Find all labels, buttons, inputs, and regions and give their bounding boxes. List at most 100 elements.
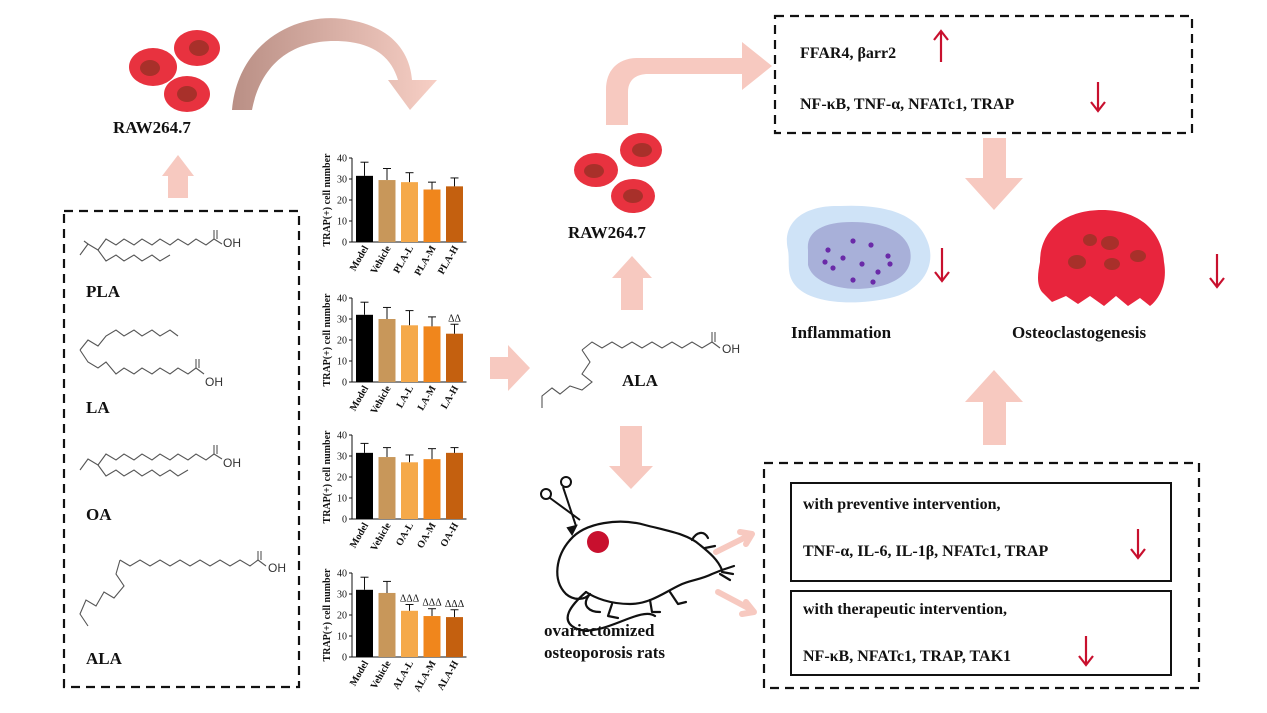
category-label: ALA-H (435, 659, 461, 693)
down-arrow-icon (1209, 254, 1225, 289)
ala-oh: OH (268, 561, 286, 575)
la-structure (79, 329, 205, 375)
arrow-up-to-cells (162, 155, 194, 198)
acid-label-la: LA (86, 398, 110, 417)
bar (401, 182, 418, 242)
cell-icon (174, 30, 220, 66)
oa-oh: OH (223, 456, 241, 470)
oa-structure (79, 445, 223, 477)
category-label: LA-M (416, 384, 439, 413)
invivo-box (762, 461, 1201, 690)
y-tick-label: 20 (337, 473, 347, 484)
invitro-down-markers: NF-κB, TNF-α, NFATc1, TRAP (800, 96, 1014, 113)
acid-label-pla: PLA (86, 282, 121, 301)
therapeutic-markers: NF-κB, NFATc1, TRAP, TAK1 (803, 648, 1011, 665)
ala-structure (79, 551, 267, 627)
bar (356, 589, 373, 657)
cell-icon (129, 48, 177, 86)
fatty-acid-box (62, 209, 301, 689)
down-arrow-icon (1078, 636, 1094, 667)
bar (423, 189, 441, 242)
therapeutic-title: with therapeutic intervention, (803, 601, 1007, 618)
preventive-box (790, 482, 1172, 582)
significance-mark: ΔΔΔ (445, 599, 465, 610)
rat-label-line1: ovariectomized (544, 621, 655, 640)
arrow-to-preventive (713, 529, 755, 555)
y-tick-label: 30 (337, 590, 347, 601)
y-tick-label: 10 (337, 494, 347, 505)
cell-icon (611, 179, 655, 213)
pla-structure (79, 230, 223, 262)
curved-arrow-icon (232, 18, 437, 110)
rat-label-line2: osteoporosis rats (544, 643, 665, 662)
y-tick-label: 0 (342, 653, 347, 664)
bar (401, 462, 418, 519)
cell-icon (164, 76, 210, 112)
y-tick-label: 0 (342, 515, 347, 526)
bar (378, 592, 396, 657)
bar (446, 333, 463, 382)
y-axis-label: TRAP(+) cell number (322, 293, 333, 386)
rat-icon (556, 520, 736, 632)
category-label: LA-L (395, 384, 417, 410)
scissors-icon (540, 476, 581, 536)
category-label: OA-M (415, 521, 439, 551)
arrow-up-to-outcomes (965, 370, 1023, 445)
significance-mark: ΔΔΔ (422, 598, 442, 609)
bar (378, 319, 396, 382)
raw264-label-top: RAW264.7 (113, 118, 191, 137)
bar (423, 326, 441, 382)
osteoclastogenesis-label: Osteoclastogenesis (1012, 323, 1146, 342)
y-axis-label: TRAP(+) cell number (322, 568, 333, 661)
bar (356, 175, 373, 242)
arrow-down-to-rat (609, 426, 653, 489)
y-axis-label: TRAP(+) cell number (322, 153, 333, 246)
category-label: Model (348, 659, 371, 688)
down-arrow-icon (934, 248, 950, 283)
category-label: OA-L (394, 521, 416, 548)
y-tick-label: 30 (337, 315, 347, 326)
y-tick-label: 30 (337, 175, 347, 186)
bar (446, 617, 463, 657)
category-label: Model (348, 244, 371, 273)
up-arrow-icon (933, 29, 949, 62)
category-label: Model (348, 521, 371, 550)
cell-icon (620, 133, 662, 167)
bar (423, 616, 441, 657)
bar (446, 186, 463, 242)
inflammation-icon (786, 205, 931, 303)
bar (356, 314, 373, 382)
y-tick-label: 20 (337, 336, 347, 347)
preventive-title: with preventive intervention, (803, 496, 1000, 513)
category-label: OA-H (439, 521, 462, 549)
ala-center-label: ALA (622, 371, 659, 390)
preventive-markers: TNF-α, IL-6, IL-1β, NFATc1, TRAP (803, 543, 1048, 560)
bar (401, 610, 418, 657)
category-label: Vehicle (369, 384, 394, 417)
y-tick-label: 20 (337, 196, 347, 207)
category-label: LA-H (439, 384, 461, 411)
category-label: Model (348, 384, 371, 413)
category-label: PLA-H (436, 244, 461, 277)
bar (401, 325, 418, 382)
y-axis-label: TRAP(+) cell number (322, 430, 333, 523)
y-tick-label: 40 (337, 154, 347, 165)
y-tick-label: 40 (337, 569, 347, 580)
bar (446, 452, 463, 519)
category-label: ALA-M (412, 659, 439, 694)
raw-cells-top (129, 30, 220, 112)
bent-arrow-to-invitro (606, 42, 772, 125)
ovariectomy-site (587, 531, 609, 553)
y-tick-label: 0 (342, 238, 347, 249)
y-tick-label: 20 (337, 611, 347, 622)
arrow-down-to-outcomes (965, 138, 1023, 210)
ala-center-oh: OH (722, 342, 740, 356)
la-oh: OH (205, 375, 223, 389)
invitro-box (773, 14, 1194, 135)
y-tick-label: 10 (337, 357, 347, 368)
arrow-up-to-raw-mid (612, 256, 652, 310)
